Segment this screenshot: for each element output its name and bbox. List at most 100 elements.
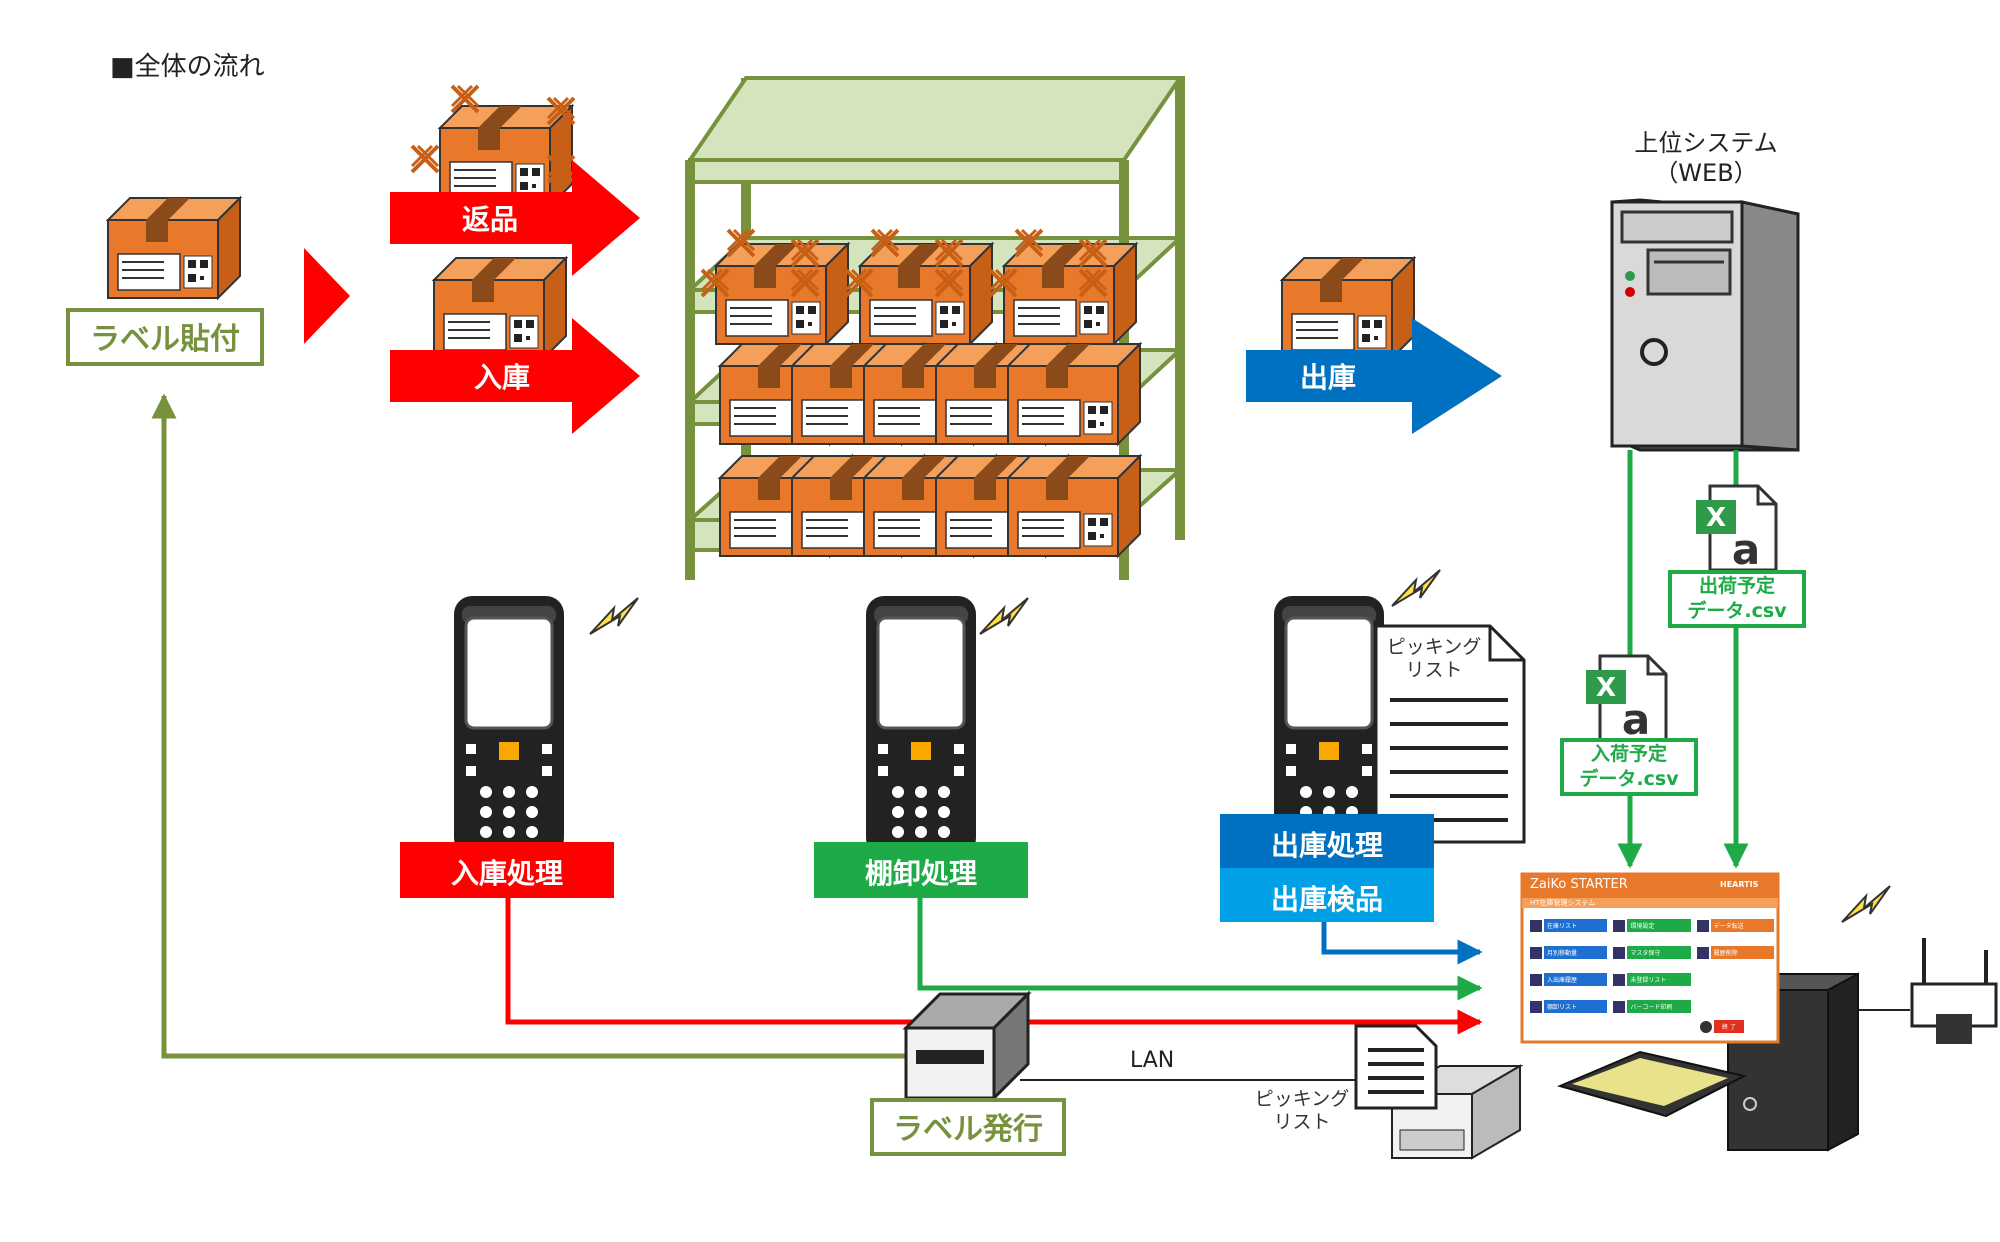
handheld-receive	[452, 594, 566, 858]
picking-list-line2: リスト	[1405, 659, 1463, 681]
app-menu-item[interactable]: 入出庫履歴	[1530, 968, 1608, 991]
ship-inspect-label: 出庫検品	[1270, 883, 1383, 916]
csv-outbound-label: 出荷予定 データ.csv	[1670, 574, 1804, 624]
inventory-proc-label: 棚卸処理	[864, 857, 977, 890]
shelf-boxes-bottom	[719, 455, 1141, 557]
server-icon	[1610, 198, 1800, 452]
app-menu-item[interactable]: データ転送	[1696, 914, 1774, 937]
host-system-line2: （WEB）	[1654, 159, 1758, 187]
ship-proc-box	[1220, 814, 1434, 868]
app-menu-item[interactable]: 未登録リスト	[1613, 968, 1691, 991]
csv-inbound-box	[1560, 738, 1698, 796]
host-system-label: 上位システム （WEB）	[1600, 128, 1812, 188]
label-issue-label: ラベル発行	[893, 1112, 1043, 1147]
receive-label: 入庫	[473, 361, 530, 394]
picking-list-printer-label: ピッキング リスト	[1240, 1088, 1364, 1134]
label-attach-box	[66, 308, 264, 366]
return-label: 返品	[461, 203, 518, 236]
menu-icon	[1613, 946, 1626, 959]
handheld-inventory	[864, 594, 978, 858]
picking-list-document	[1374, 624, 1526, 844]
label-issue-box	[870, 1098, 1066, 1156]
bolt-receive-icon	[589, 597, 639, 635]
app-brand: HEARTIS	[1720, 880, 1759, 889]
bolt-router-icon	[1841, 885, 1891, 923]
printed-paper-icon	[1354, 1024, 1438, 1110]
app-menu-label: 棚卸リスト	[1544, 1000, 1608, 1013]
app-menu-spacer	[1697, 968, 1774, 991]
app-menu-grid: 在庫リスト 環境設定 データ転送 月別移動量 マスタ保守 履歴削除 入出庫履歴 …	[1530, 914, 1774, 1018]
receive-proc-label: 入庫処理	[450, 857, 563, 890]
power-icon	[1700, 1020, 1712, 1033]
menu-icon	[1696, 919, 1709, 932]
menu-icon	[1530, 919, 1542, 932]
box-initial	[107, 197, 241, 299]
return-arrow	[390, 160, 640, 276]
csv-icon-inbound	[1584, 654, 1668, 746]
csv-inbound-line2: データ.csv	[1579, 768, 1679, 790]
csv-outbound-line1: 出荷予定	[1698, 575, 1775, 597]
ship-label: 出庫	[1299, 361, 1356, 394]
bolt-inventory-icon	[979, 597, 1029, 635]
app-menu-label: 履歴削除	[1710, 946, 1774, 959]
picking-list-printer-line2: リスト	[1273, 1111, 1331, 1133]
app-menu-label: 未登録リスト	[1627, 973, 1691, 986]
app-menu-label: 入出庫履歴	[1544, 973, 1608, 986]
app-menu-label: 月別移動量	[1544, 946, 1608, 959]
lan-label: LAN	[1130, 1048, 1175, 1073]
pc-tower-icon	[1727, 972, 1859, 1152]
app-logo: ZaiKo STARTER	[1530, 877, 1628, 892]
receive-proc-box	[400, 842, 614, 898]
app-menu-item[interactable]: バーコード印刷	[1613, 995, 1691, 1018]
app-exit-label: 終 了	[1714, 1020, 1744, 1033]
app-menu-item[interactable]: 在庫リスト	[1530, 914, 1608, 937]
menu-icon	[1530, 946, 1542, 959]
olive-line-to-label	[151, 393, 920, 1059]
inventory-proc-box	[814, 842, 1028, 898]
keyboard-icon	[1556, 1050, 1747, 1118]
shelf-boxes-middle	[719, 343, 1141, 445]
menu-icon	[1613, 973, 1626, 986]
app-menu-item[interactable]: マスタ保守	[1613, 941, 1691, 964]
app-menu-label: 在庫リスト	[1544, 919, 1608, 932]
picking-list-printer-line1: ピッキング	[1254, 1088, 1350, 1110]
receive-arrow	[390, 318, 640, 434]
app-menu-item[interactable]: 棚卸リスト	[1530, 995, 1608, 1018]
app-menu-label: マスタ保守	[1627, 946, 1691, 959]
bolt-ship-icon	[1391, 569, 1441, 607]
csv-icon-outbound	[1694, 484, 1778, 576]
csv-inbound-line1: 入荷予定	[1590, 743, 1667, 765]
app-subtitle: HT在庫管理システム	[1530, 899, 1596, 907]
blue-line-to-pc	[1321, 922, 1483, 965]
box-receive	[433, 257, 567, 359]
csv-outbound-line2: データ.csv	[1687, 600, 1787, 622]
green-line-to-pc	[917, 898, 1483, 1001]
menu-icon	[1530, 973, 1542, 986]
csv-outbound-box	[1668, 570, 1806, 628]
shelf-boxes-returned	[700, 228, 1137, 345]
app-menu-item[interactable]: 月別移動量	[1530, 941, 1608, 964]
section-title: ■全体の流れ	[110, 52, 265, 82]
red-line-to-pc	[505, 898, 1483, 1035]
app-menu-item[interactable]: 環境設定	[1613, 914, 1691, 937]
router-icon	[1910, 938, 1998, 1044]
ship-arrow	[1246, 318, 1502, 434]
small-right-triangle	[304, 248, 350, 344]
menu-icon	[1530, 1000, 1542, 1013]
app-exit-button[interactable]: 終 了	[1700, 1020, 1744, 1033]
app-menu-label: データ転送	[1710, 919, 1774, 932]
host-system-line1: 上位システム	[1634, 129, 1778, 157]
menu-icon	[1696, 946, 1709, 959]
app-menu-label: 環境設定	[1627, 919, 1691, 932]
app-menu-item[interactable]: 履歴削除	[1696, 941, 1774, 964]
csv-inbound-label: 入荷予定 データ.csv	[1562, 742, 1696, 792]
menu-icon	[1613, 919, 1626, 932]
picking-list-label: ピッキング リスト	[1378, 636, 1490, 682]
app-menu-label: バーコード印刷	[1627, 1000, 1691, 1013]
ship-inspect-box	[1220, 868, 1434, 922]
box-ship	[1281, 257, 1415, 359]
ship-proc-label: 出庫処理	[1270, 829, 1383, 862]
picking-list-line1: ピッキング	[1386, 636, 1482, 658]
menu-icon	[1613, 1000, 1626, 1013]
label-attach-label: ラベル貼付	[90, 322, 240, 357]
